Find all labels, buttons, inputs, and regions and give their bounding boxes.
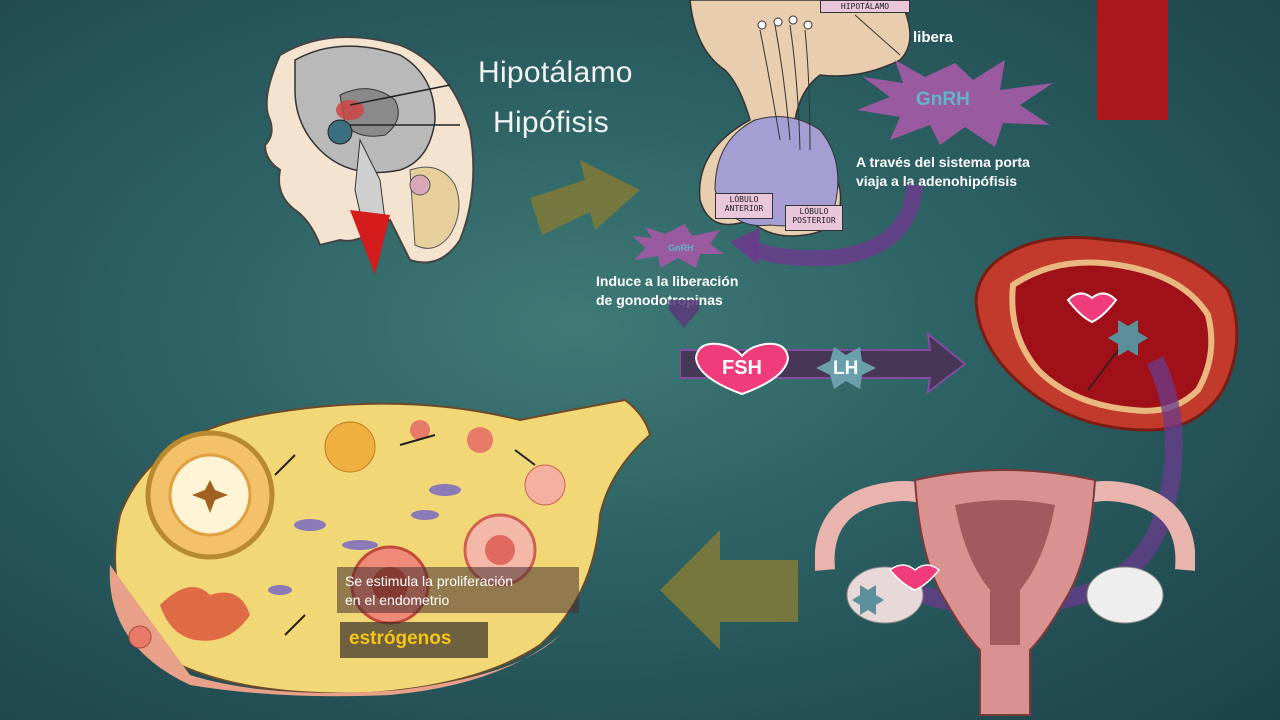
leader-lines xyxy=(350,84,460,126)
induce-line-1: Induce a la liberación xyxy=(596,273,739,289)
pituitary-label: Hipófisis xyxy=(493,106,610,139)
endometrium-line-1: Se estimula la proliferación xyxy=(345,573,514,589)
lh-star-icon xyxy=(816,347,876,389)
accent-rectangle xyxy=(1097,0,1168,120)
fsh-heart-icon xyxy=(694,342,790,396)
uterus-illustration xyxy=(815,469,1195,716)
gnrh-star-small xyxy=(632,224,724,268)
arrow-to-pituitary xyxy=(530,160,640,235)
down-arrow-stub xyxy=(669,300,699,328)
estrogens-label: estrógenos xyxy=(349,628,452,649)
lobulo-anterior-tag: LÓBULO ANTERIOR xyxy=(715,193,773,219)
hipotalamo-tag: HIPOTÁLAMO xyxy=(820,0,910,13)
gnrh-star-large xyxy=(857,60,1053,147)
gnrh-small-label: GnRH xyxy=(668,243,694,253)
gnrh-large-label: GnRH xyxy=(916,89,970,110)
portal-text-line-2: viaja a la adenohipófisis xyxy=(856,173,1018,189)
head-illustration xyxy=(263,36,475,275)
endometrium-box xyxy=(337,567,579,613)
lobulo-posterior-tag: LÓBULO POSTERIOR xyxy=(785,205,843,231)
portal-text-line-1: A través del sistema porta xyxy=(856,154,1030,170)
arrow-to-ovary xyxy=(660,530,798,650)
endometrium-line-2: en el endometrio xyxy=(345,592,450,608)
libera-text: libera xyxy=(913,29,954,46)
estrogens-box xyxy=(340,622,488,658)
fsh-label: FSH xyxy=(722,357,762,379)
lh-label: LH xyxy=(833,358,859,379)
hypothalamus-label: Hipotálamo xyxy=(478,56,633,89)
portal-curved-arrow xyxy=(730,184,923,267)
